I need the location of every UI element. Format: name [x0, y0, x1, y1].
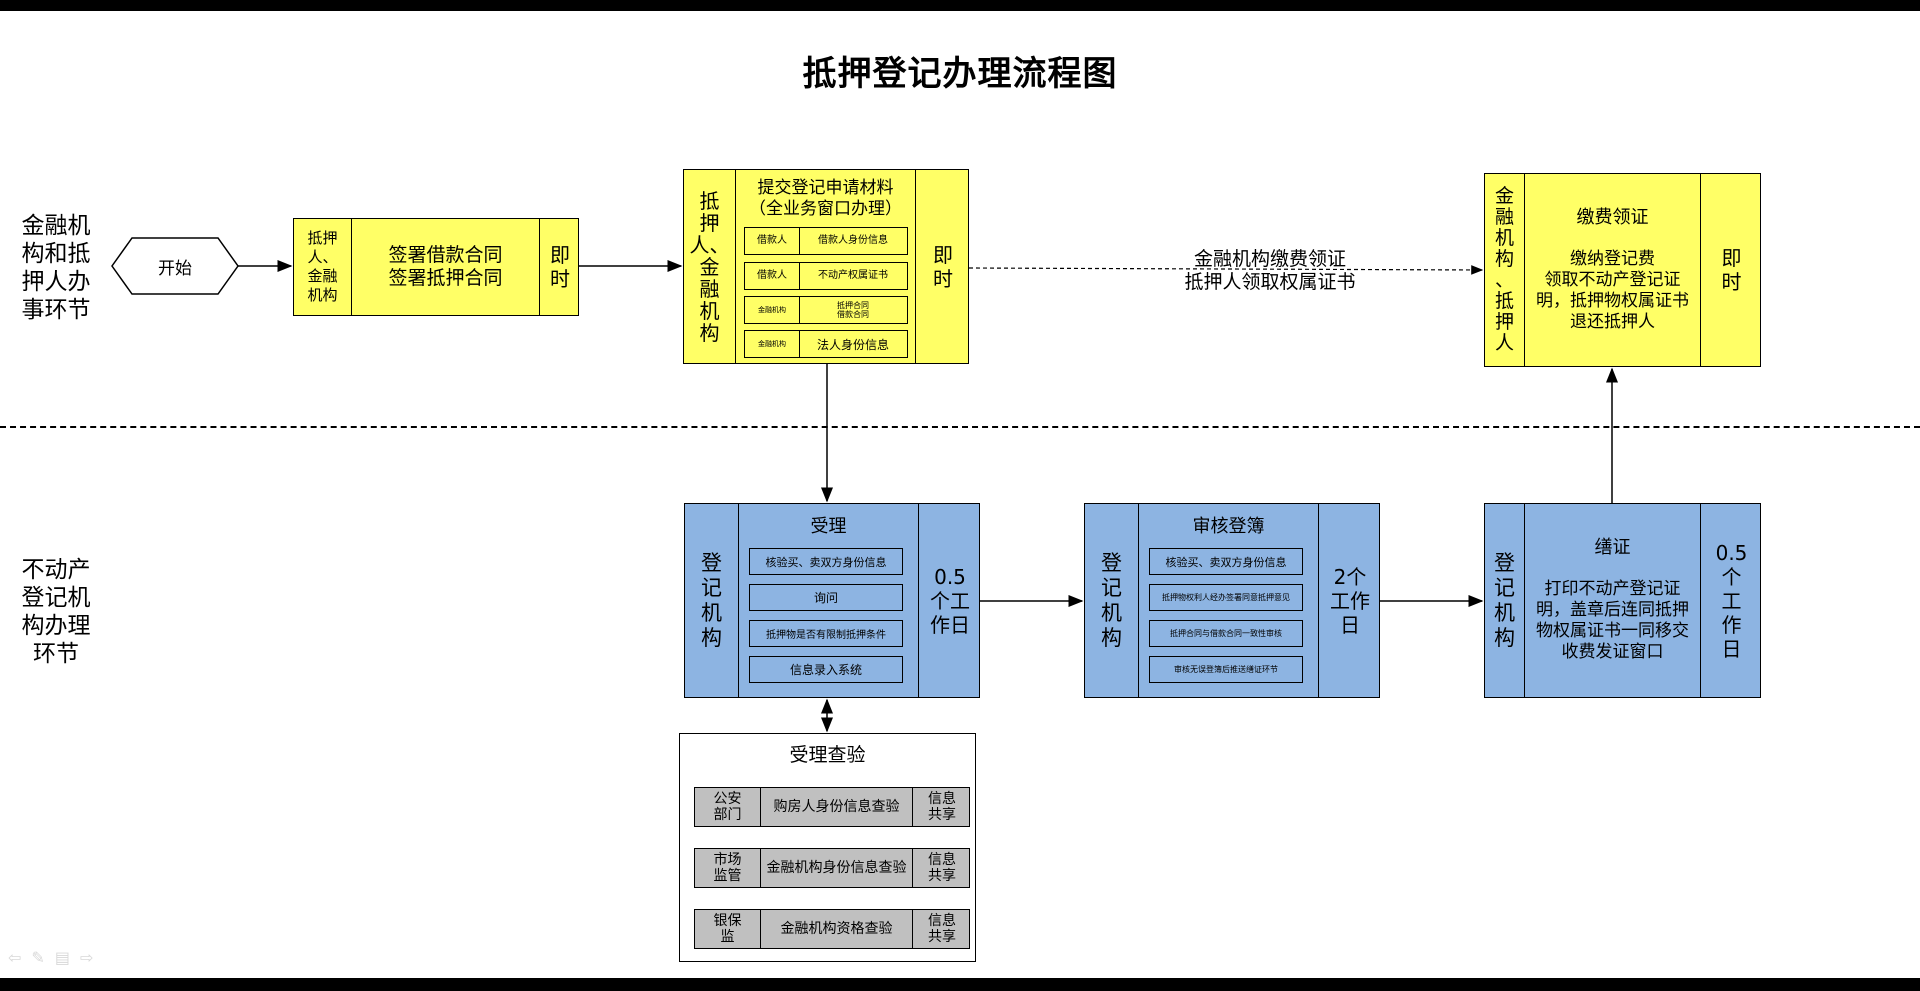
accept-step-2: 询问	[749, 584, 903, 611]
lane-divider	[0, 426, 1920, 428]
certify-box[interactable]: 登 记 机 构 缮证 打印不动产登记证明，盖章后连同抵押物权属证书一同移交收费发…	[1484, 503, 1761, 698]
review-step-1: 核验买、卖双方身份信息	[1149, 548, 1303, 575]
submit-row-4: 金融机构 法人身份信息	[744, 330, 908, 358]
lane-label-top: 金融机 构和抵 押人办 事环节	[21, 213, 91, 323]
review-step-4: 审核无误登簿后推送缮证环节	[1149, 656, 1303, 683]
accept-step-4: 信息录入系统	[749, 656, 903, 683]
check-row-1: 公安 部门 购房人身份信息查验 信息 共享	[694, 787, 970, 827]
slideshow-controls[interactable]: ⇦✎▤⇨	[8, 948, 103, 967]
accept-box[interactable]: 登 记 机 构 受理 核验买、卖双方身份信息 询问 抵押物是否有限制抵押条件 信…	[684, 503, 980, 698]
check-box[interactable]: 受理查验 公安 部门 购房人身份信息查验 信息 共享 市场 监管 金融机构身份信…	[679, 733, 976, 962]
submit-time: 即 时	[933, 242, 953, 291]
flow-label-pay: 金融机构缴费领证 抵押人领取权属证书	[1184, 248, 1356, 293]
certify-time: 0.5 个 工 作 日	[1715, 540, 1748, 661]
bottom-border	[0, 978, 1920, 991]
review-step-2: 抵押物权利人经办签署同意抵押意见	[1149, 584, 1303, 611]
pay-collect-box[interactable]: 金 融 机 构 、 抵 押 人 缴费领证 缴纳登记费 领取不动产登记证明，抵押物…	[1484, 173, 1761, 367]
certify-actor: 登 记 机 构	[1485, 504, 1525, 697]
review-content: 审核登簿 核验买、卖双方身份信息 抵押物权利人经办签署同意抵押意见 抵押合同与借…	[1139, 504, 1319, 697]
start-label: 开始	[158, 259, 192, 279]
lane-label-bottom: 不动产 登记机 构办理 环节	[21, 557, 91, 667]
sign-actor: 抵押 人、 金融 机构	[294, 219, 352, 315]
accept-step-1: 核验买、卖双方身份信息	[749, 548, 903, 575]
submit-row-3: 金融机构 抵押合同 借款合同	[744, 296, 908, 324]
accept-content: 受理 核验买、卖双方身份信息 询问 抵押物是否有限制抵押条件 信息录入系统	[739, 504, 919, 697]
pay-actor: 金 融 机 构 、 抵 押 人	[1485, 174, 1525, 366]
sign-contract-box[interactable]: 抵押 人、 金融 机构 签署借款合同 签署抵押合同 即 时	[293, 218, 579, 316]
check-row-3: 银保 监 金融机构资格查验 信息 共享	[694, 909, 970, 949]
pen-icon[interactable]: ✎	[31, 948, 55, 967]
top-border	[0, 0, 1920, 11]
submit-actor: 抵 押 人、 金 融 机 构	[684, 170, 736, 363]
submit-row-1: 借款人 借款人身份信息	[744, 227, 908, 255]
check-row-2: 市场 监管 金融机构身份信息查验 信息 共享	[694, 848, 970, 888]
certify-content: 缮证 打印不动产登记证明，盖章后连同抵押物权属证书一同移交收费发证窗口	[1525, 504, 1701, 697]
page-title: 抵押登记办理流程图	[802, 54, 1118, 94]
review-time: 2个 工作 日	[1330, 564, 1370, 637]
pay-content: 缴费领证 缴纳登记费 领取不动产登记证明，抵押物权属证书退还抵押人	[1525, 174, 1701, 366]
review-actor: 登 记 机 构	[1085, 504, 1139, 697]
pay-time: 即 时	[1721, 246, 1742, 294]
review-box[interactable]: 登 记 机 构 审核登簿 核验买、卖双方身份信息 抵押物权利人经办签署同意抵押意…	[1084, 503, 1380, 698]
sign-time: 即 时	[550, 243, 570, 291]
menu-icon[interactable]: ▤	[54, 948, 80, 967]
pay-text: 缴纳登记费 领取不动产登记证明，抵押物权属证书退还抵押人	[1536, 249, 1689, 332]
submit-content: 提交登记申请材料 （全业务窗口办理） 借款人 借款人身份信息 借款人 不动产权属…	[736, 170, 916, 363]
accept-step-3: 抵押物是否有限制抵押条件	[749, 620, 903, 647]
review-header: 审核登簿	[1192, 516, 1265, 537]
accept-time: 0.5 个工 作日	[930, 564, 970, 637]
pay-header: 缴费领证	[1576, 207, 1649, 228]
submit-materials-box[interactable]: 抵 押 人、 金 融 机 构 提交登记申请材料 （全业务窗口办理） 借款人 借款…	[683, 169, 969, 364]
sign-content: 签署借款合同 签署抵押合同	[352, 219, 540, 315]
accept-actor: 登 记 机 构	[685, 504, 739, 697]
submit-row-2: 借款人 不动产权属证书	[744, 262, 908, 290]
next-slide-icon[interactable]: ⇨	[79, 948, 104, 967]
check-header: 受理查验	[789, 744, 866, 766]
submit-header: 提交登记申请材料 （全业务窗口办理）	[749, 178, 902, 219]
prev-slide-icon[interactable]: ⇦	[8, 948, 32, 967]
start-node[interactable]	[110, 236, 240, 296]
certify-text: 打印不动产登记证明，盖章后连同抵押物权属证书一同移交收费发证窗口	[1536, 579, 1689, 662]
certify-header: 缮证	[1594, 537, 1631, 558]
review-step-3: 抵押合同与借款合同一致性审核	[1149, 620, 1303, 647]
accept-header: 受理	[810, 516, 847, 537]
